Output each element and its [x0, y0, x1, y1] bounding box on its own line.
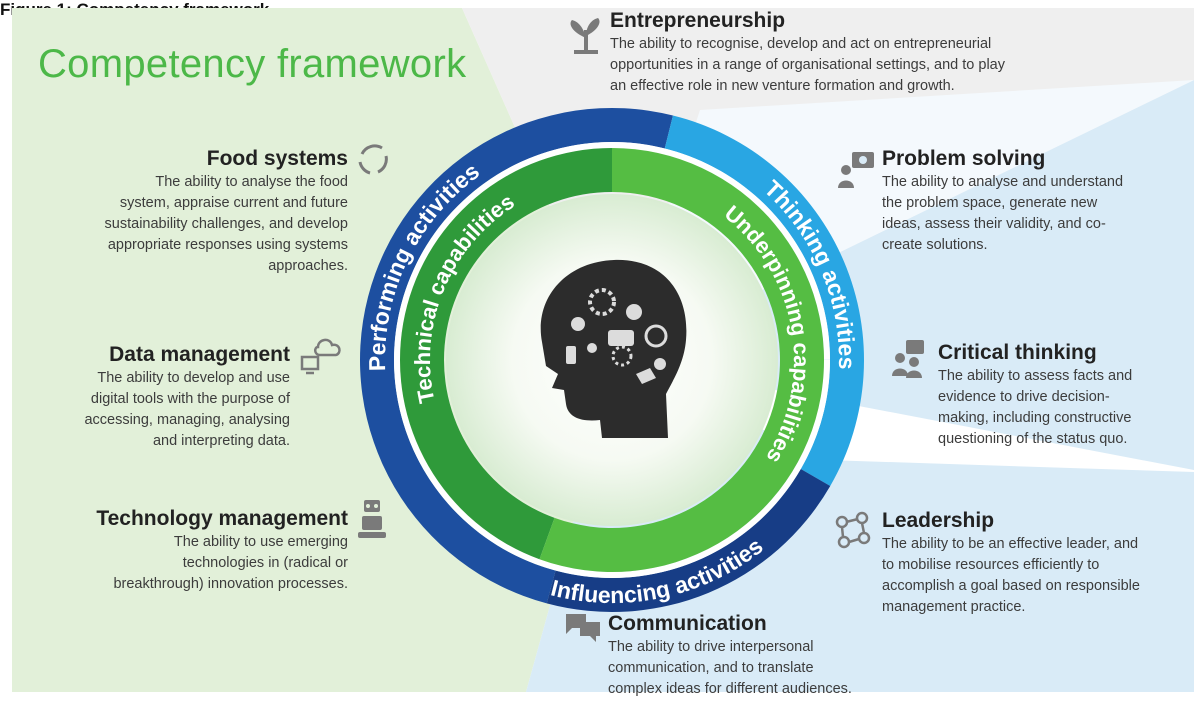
- competency-critical-thinking: Critical thinking The ability to assess …: [938, 340, 1188, 450]
- competency-leadership: Leadership The ability to be an effectiv…: [882, 508, 1194, 618]
- competency-desc-line: management practice.: [882, 599, 1026, 615]
- competency-desc-line: opportunities in a range of organisation…: [610, 57, 1005, 73]
- competency-data-management: Data management The ability to develop a…: [40, 342, 290, 452]
- competency-desc-line: The ability to analyse and understand: [882, 174, 1124, 190]
- competency-desc-line: appropriate responses using systems: [107, 237, 348, 253]
- competency-desc-line: communication, and to translate: [608, 660, 814, 676]
- competency-desc-line: technologies in (radical or: [182, 555, 348, 571]
- competency-title: Critical thinking: [938, 341, 1097, 364]
- competency-desc-line: digital tools with the purpose of: [90, 391, 290, 407]
- competency-desc-line: The ability to assess facts and: [938, 368, 1133, 384]
- competency-desc-line: to mobilise resources efficiently to: [882, 557, 1100, 573]
- competency-desc-line: accomplish a goal based on responsible: [882, 578, 1140, 594]
- competency-entrepreneurship: Entrepreneurship The ability to recognis…: [610, 8, 1070, 97]
- cloud-computer-icon: [300, 338, 341, 375]
- ring-technical-segment: [399, 148, 612, 560]
- competency-desc-line: The ability to develop and use: [97, 370, 290, 386]
- idea-board-icon: [838, 152, 874, 188]
- cycle-icon: [358, 144, 388, 175]
- competency-communication: Communication The ability to drive inter…: [608, 611, 908, 700]
- competency-desc-line: The ability to use emerging: [173, 534, 348, 550]
- competency-food-systems: Food systems The ability to analyse the …: [40, 146, 348, 277]
- competency-technology-management: Technology management The ability to use…: [40, 506, 348, 595]
- competency-desc-line: The ability to drive interpersonal: [608, 639, 814, 655]
- competency-desc-line: evidence to drive decision-: [938, 389, 1110, 405]
- robot-icon: [358, 500, 386, 538]
- discussion-icon: [892, 340, 924, 378]
- competency-desc-line: system, appraise current and future: [119, 195, 348, 211]
- framework-title: Competency framework: [38, 42, 467, 86]
- ring-underpinning-segment: [539, 148, 824, 572]
- head-with-gears-icon: [540, 259, 687, 438]
- competency-desc-line: an effective role in new venture formati…: [610, 78, 955, 94]
- competency-desc-line: approaches.: [268, 258, 348, 274]
- competency-title: Entrepreneurship: [610, 9, 786, 32]
- competency-desc-line: the problem space, generate new: [882, 195, 1098, 211]
- competency-title: Problem solving: [882, 147, 1046, 170]
- competency-desc-line: accessing, managing, analysing: [84, 412, 290, 428]
- competency-desc-line: The ability to recognise, develop and ac…: [610, 36, 992, 52]
- network-icon: [835, 511, 871, 549]
- chat-bubbles-icon: [566, 614, 600, 642]
- competency-desc-line: The ability to analyse the food: [155, 174, 348, 190]
- competency-desc-line: breakthrough) innovation processes.: [113, 576, 348, 592]
- ring-influencing-segment: [546, 469, 831, 612]
- competency-title: Food systems: [206, 147, 348, 170]
- competency-title: Data management: [109, 343, 290, 366]
- competency-desc-line: create solutions.: [882, 237, 988, 253]
- competency-desc-line: complex ideas for different audiences.: [608, 681, 852, 697]
- competency-title: Technology management: [96, 507, 348, 530]
- competency-title: Communication: [608, 612, 767, 635]
- competency-title: Leadership: [882, 509, 995, 532]
- competency-problem-solving: Problem solving The ability to analyse a…: [882, 146, 1182, 256]
- ring-thinking-segment: [664, 115, 864, 486]
- plant-icon: [570, 18, 600, 54]
- competency-desc-line: making, including constructive: [938, 410, 1132, 426]
- competency-desc-line: The ability to be an effective leader, a…: [882, 536, 1139, 552]
- competency-desc-line: and interpreting data.: [152, 433, 290, 449]
- competency-desc-line: questioning of the status quo.: [938, 431, 1128, 447]
- competency-desc-line: sustainability challenges, and develop: [104, 216, 348, 232]
- competency-desc-line: ideas, assess their validity, and co-: [882, 216, 1106, 232]
